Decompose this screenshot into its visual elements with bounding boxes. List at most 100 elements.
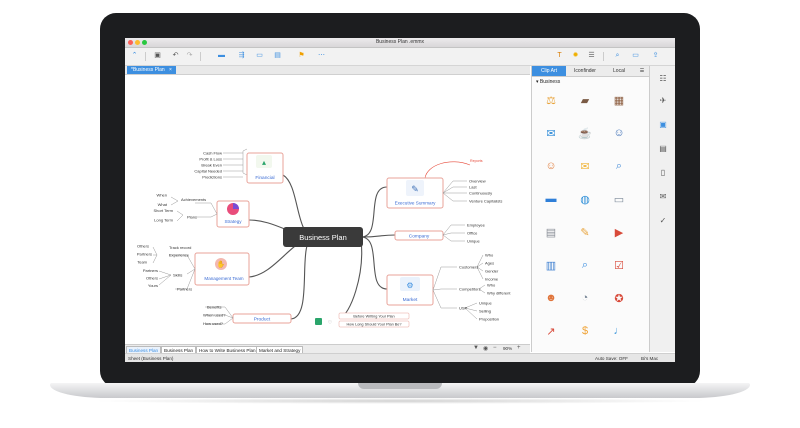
subtopic-icon[interactable]: ⇶ <box>238 52 245 59</box>
printer-icon[interactable]: ▥ <box>542 256 560 274</box>
properties-icon[interactable]: ☷ <box>659 74 667 83</box>
certificate-icon[interactable]: ✪ <box>610 289 628 307</box>
sheet-tabs-bar: Business Plan Business Plan How to Write… <box>125 344 530 355</box>
zoom-out-icon[interactable]: − <box>493 345 497 351</box>
filter-icon[interactable]: ▼ <box>473 345 479 351</box>
executive-overview: Overview <box>469 179 486 184</box>
status-autosave[interactable]: Auto Save: OFF <box>595 356 628 361</box>
executive-document-icon: ✎ <box>411 184 419 194</box>
checklist-icon[interactable]: ☑ <box>610 256 628 274</box>
document-tab-row: *Business Plan × <box>125 66 530 75</box>
menu-icon[interactable]: ⌃ <box>131 52 138 59</box>
scales-icon[interactable]: ⚖ <box>542 91 560 109</box>
how-long-node[interactable] <box>338 320 410 328</box>
inbox-icon[interactable]: ▭ <box>610 190 628 208</box>
management-team: Team <box>137 260 147 265</box>
presentation-icon[interactable]: ▶ <box>610 223 628 241</box>
notes-icon[interactable]: ☰ <box>588 52 595 59</box>
calculator-icon[interactable]: ▦ <box>610 91 628 109</box>
zoom-in-icon[interactable]: + <box>517 345 521 351</box>
market-gear-icon: ⚙ <box>406 281 413 290</box>
market-who: Who <box>485 253 494 258</box>
tab-local[interactable]: Local <box>613 68 625 74</box>
panel-tabs: Clip Art Iconfinder Local ☰ <box>532 66 650 77</box>
management-partners: Partners <box>177 287 192 292</box>
executive-illustration <box>406 180 424 196</box>
company-employee: Employee <box>467 223 486 228</box>
tab-clip-art[interactable]: Clip Art <box>532 66 566 76</box>
branch-product <box>290 236 316 320</box>
company-sublines <box>442 224 465 242</box>
growth-chart-icon[interactable]: ↗ <box>542 322 560 340</box>
branch-company <box>360 234 396 238</box>
briefcase-icon[interactable]: ▰ <box>576 91 594 109</box>
management-hand-icon: ✋ <box>217 260 226 269</box>
company-node[interactable] <box>394 230 444 241</box>
panel-menu-icon[interactable]: ☰ <box>639 68 645 74</box>
product-label: Product <box>254 317 271 323</box>
magnifier-icon[interactable]: ⌕ <box>576 256 594 274</box>
microphone-icon[interactable]: ♩ <box>610 322 628 340</box>
task-icon[interactable]: ✓ <box>659 216 667 225</box>
company-label: Company <box>409 234 430 240</box>
contact-icon[interactable]: ☺ <box>610 124 628 142</box>
product-node[interactable] <box>232 313 292 324</box>
document-search-icon[interactable]: ⌕ <box>610 157 628 175</box>
app-window: Business Plan .emmx ⌃ ▣ ↶ ↷ ▬ ⇶ ▭ ▤ ⚑ ⋯ … <box>125 38 675 362</box>
central-topic[interactable] <box>283 227 363 247</box>
comment-icon[interactable]: ✉ <box>659 192 667 201</box>
undo-icon[interactable]: ↶ <box>172 52 179 59</box>
floating-topic-icon[interactable]: ▭ <box>256 52 263 59</box>
text-format-icon[interactable]: T <box>557 52 562 59</box>
idea-icon[interactable]: ✹ <box>572 52 579 59</box>
newspaper-icon[interactable]: ▤ <box>542 223 560 241</box>
minimize-window-button[interactable] <box>135 40 140 45</box>
market-income: Income <box>485 277 499 282</box>
topic-icon[interactable]: ▬ <box>218 52 225 59</box>
outline-icon[interactable]: ▤ <box>659 144 667 153</box>
view-icon[interactable]: ◉ <box>483 346 489 352</box>
globe-icon[interactable]: ◍ <box>576 190 594 208</box>
window-title: Business Plan .emmx <box>375 39 425 45</box>
image-icon[interactable]: ▣ <box>659 120 667 129</box>
relationship-icon[interactable]: ⋯ <box>318 52 325 59</box>
present-icon[interactable]: ▭ <box>632 52 639 59</box>
close-tab-icon[interactable]: × <box>169 67 172 73</box>
page-icon[interactable]: ▯ <box>660 168 666 177</box>
document-tab[interactable]: *Business Plan × <box>127 66 176 74</box>
toolbar: ⌃ ▣ ↶ ↷ ▬ ⇶ ▭ ▤ ⚑ ⋯ T ✹ ☰ ⌕ ▭ ⇪ <box>125 48 675 66</box>
before-writing-node[interactable] <box>338 312 410 320</box>
zoom-window-button[interactable] <box>142 40 147 45</box>
export-icon[interactable]: ⇪ <box>652 52 659 59</box>
mark-icon[interactable]: ⚑ <box>298 52 305 59</box>
management-experience: Experience <box>169 253 190 258</box>
close-window-button[interactable] <box>128 40 133 45</box>
management-partners: Partners <box>137 252 152 257</box>
coffee-icon[interactable]: ☕ <box>576 124 594 142</box>
search-icon[interactable]: ⌕ <box>615 52 620 59</box>
tab-iconfinder[interactable]: Iconfinder <box>574 68 596 74</box>
rocket-icon[interactable]: ✈ <box>659 96 667 105</box>
save-icon[interactable]: ▣ <box>154 52 161 59</box>
outline-floating-icon[interactable] <box>315 318 322 325</box>
market-usp: USP <box>459 306 468 311</box>
executive-continuously: Continuously <box>469 191 492 196</box>
central-topic-label: Business Plan <box>299 233 347 242</box>
team-icon[interactable]: ☻ <box>542 289 560 307</box>
pencil-icon[interactable]: ✎ <box>576 223 594 241</box>
financial-item: Capital Needed <box>194 169 222 174</box>
envelope-icon[interactable]: ✉ <box>576 157 594 175</box>
clock-icon[interactable]: ◔ <box>576 289 594 307</box>
folder-icon[interactable]: ▬ <box>542 190 560 208</box>
management-label: Management Team <box>204 276 243 281</box>
category-header[interactable]: ▾ Business <box>536 79 560 85</box>
relationship-label: Reports <box>470 159 483 163</box>
callout-icon[interactable]: ▤ <box>274 52 281 59</box>
laptop-shadow <box>90 398 710 404</box>
chat-icon[interactable]: ✉ <box>542 124 560 142</box>
dollar-coin-icon[interactable]: $ <box>576 322 594 340</box>
redo-icon[interactable]: ↷ <box>186 52 193 59</box>
financial-illustration <box>256 155 272 168</box>
mindmap-canvas[interactable]: Business Plan ▴ Financial Cash Flow Prof… <box>125 75 530 343</box>
support-agent-icon[interactable]: ☺ <box>542 157 560 175</box>
